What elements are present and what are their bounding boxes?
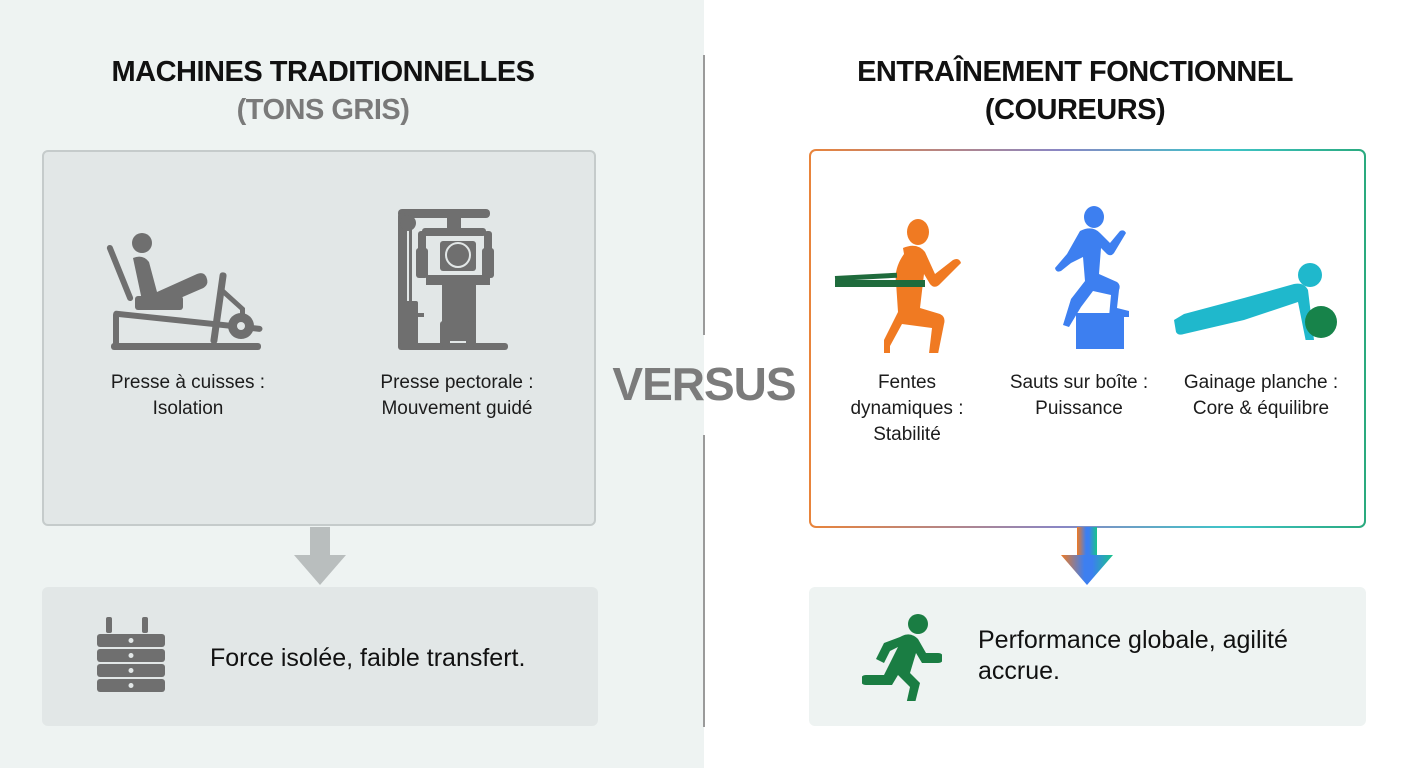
chest-press-label-line1: Presse pectorale : <box>380 372 534 393</box>
right-result-text-line2: accrue. <box>978 657 1060 685</box>
lunge-label-line3: Stabilité <box>873 424 941 445</box>
right-result-text: Performance globale, agilité accrue. <box>978 625 1288 687</box>
left-title: MACHINES TRADITIONNELLES (TONS GRIS) <box>40 53 606 129</box>
leg-press-machine-icon <box>105 230 270 360</box>
left-title-main: MACHINES TRADITIONNELLES <box>111 56 536 88</box>
right-result-text-line1: Performance globale, agilité <box>978 626 1288 654</box>
plank-label-line2: Core & équilibre <box>1192 398 1330 419</box>
box-jump-label-line2: Puissance <box>1035 398 1123 419</box>
left-title-sub: (TONS GRIS) <box>236 94 410 126</box>
right-title-main: ENTRAÎNEMENT FONCTIONNEL <box>857 56 1293 88</box>
versus-label: VERSUS <box>612 358 796 410</box>
right-title: ENTRAÎNEMENT FONCTIONNEL (COUREURS) <box>790 53 1360 129</box>
box-jump-icon <box>1028 205 1133 358</box>
plank-label: Gainage planche : Core & équilibre <box>1166 370 1356 422</box>
leg-press-label-line2: Isolation <box>152 398 224 419</box>
left-result-text: Force isolée, faible transfert. <box>210 644 526 672</box>
plank-ball-icon <box>1172 260 1340 345</box>
leg-press-label-line1: Presse à cuisses : <box>110 372 266 393</box>
chest-press-label: Presse pectorale : Mouvement guidé <box>355 370 559 422</box>
running-person-icon <box>861 613 943 707</box>
center-divider-bottom <box>703 435 705 727</box>
plank-label-line1: Gainage planche : <box>1183 372 1339 393</box>
lunge-label-line1: Fentes <box>877 372 937 393</box>
left-down-arrow-icon <box>294 527 346 592</box>
box-jump-label-line1: Sauts sur boîte : <box>1009 372 1149 393</box>
resistance-band-lunge-icon <box>833 218 968 364</box>
traditional-machines-box <box>42 150 596 526</box>
leg-press-label: Presse à cuisses : Isolation <box>90 370 286 422</box>
chest-press-label-line2: Mouvement guidé <box>381 398 533 419</box>
lunge-label-line2: dynamiques : <box>850 398 964 419</box>
box-jump-label: Sauts sur boîte : Puissance <box>990 370 1168 422</box>
right-down-arrow-icon <box>1060 527 1114 592</box>
weight-stack-icon <box>95 617 167 702</box>
right-title-sub: (COUREURS) <box>984 94 1166 126</box>
lunge-label: Fentes dynamiques : Stabilité <box>822 370 992 448</box>
center-divider-top <box>703 55 705 335</box>
chest-press-machine-icon <box>392 203 527 358</box>
